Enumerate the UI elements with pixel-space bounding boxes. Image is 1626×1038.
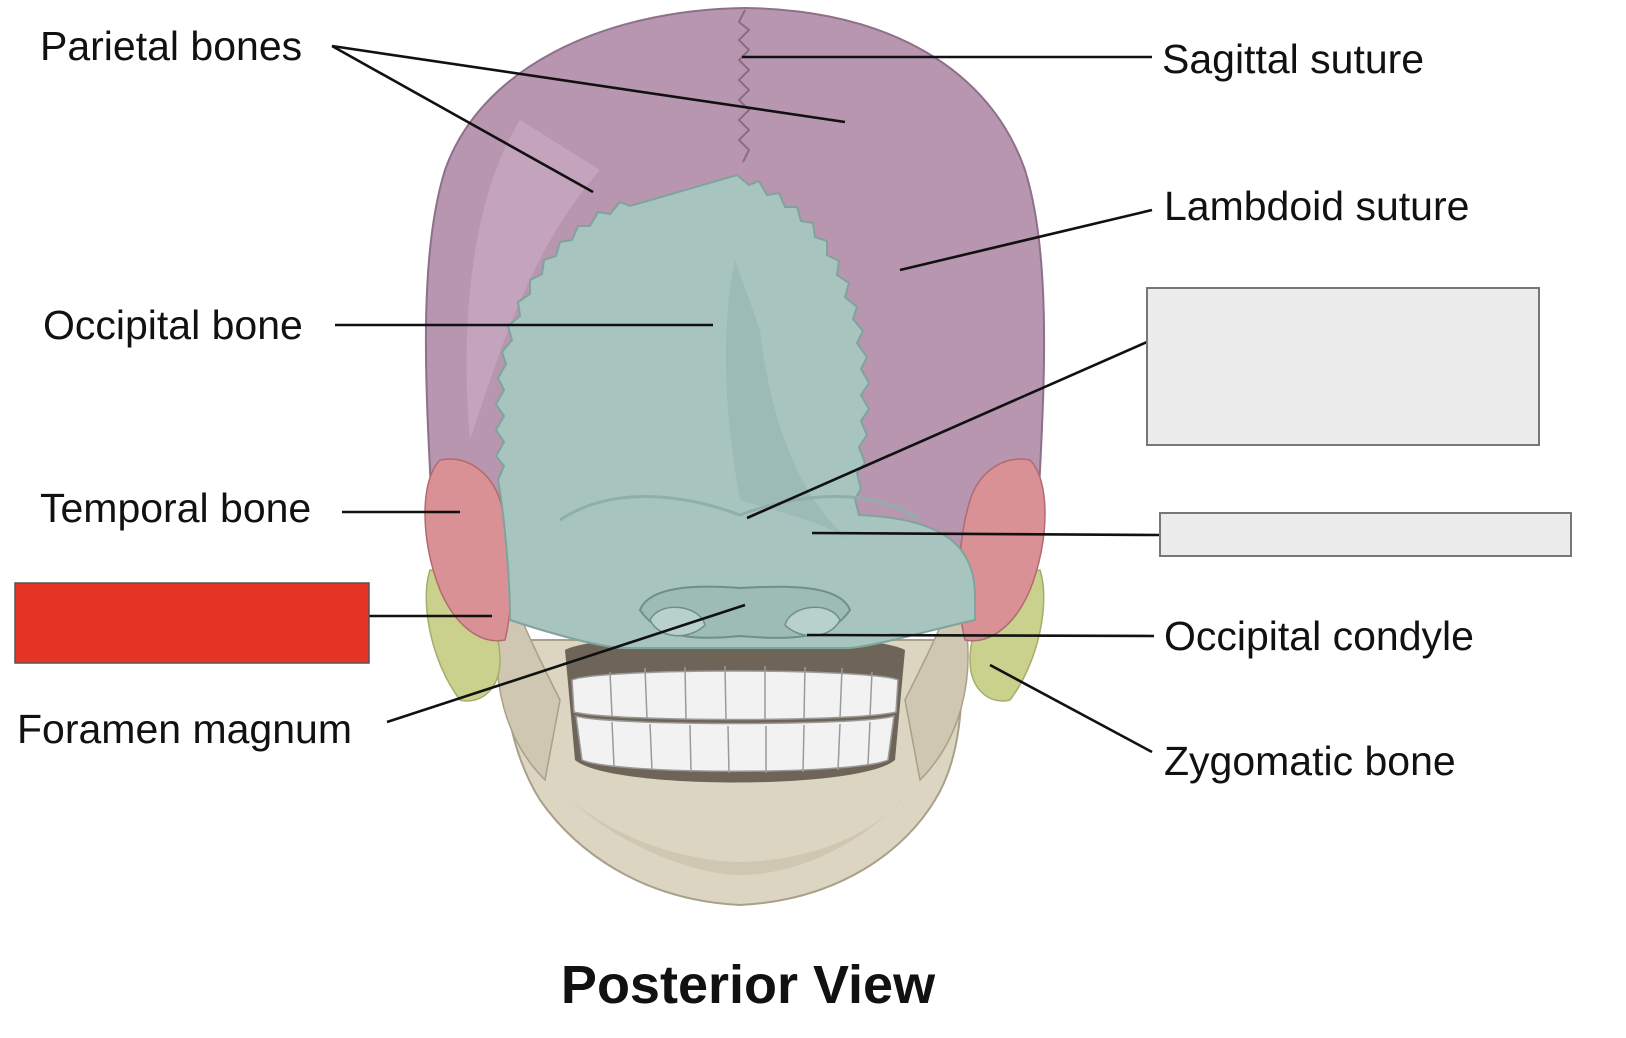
hidden-label-box-2[interactable]	[1159, 512, 1572, 557]
leader-parietal-left	[331, 44, 594, 194]
sagittal-suture-line	[737, 9, 751, 163]
label-foramen-magnum: Foramen magnum	[17, 706, 352, 752]
left-temporal	[424, 458, 512, 642]
right-ramus	[904, 614, 969, 782]
label-parietal-bones: Parietal bones	[40, 23, 302, 69]
highlighted-label-box[interactable]	[14, 582, 370, 664]
label-occipital-bone: Occipital bone	[43, 302, 303, 348]
parietal-highlight	[466, 120, 600, 440]
skull-illustration	[424, 6, 1046, 907]
teeth	[571, 665, 899, 774]
diagram-title: Posterior View	[561, 955, 936, 1015]
leader-parietal-right	[331, 44, 846, 124]
leader-foramen-magnum	[386, 603, 746, 724]
answer-boxes	[14, 287, 1572, 664]
label-lambdoid-suture: Lambdoid suture	[1164, 183, 1469, 229]
leader-zygomatic-bone	[989, 663, 1153, 754]
labels: Parietal bones Sagittal suture Lambdoid …	[17, 23, 1474, 784]
leader-lines	[331, 44, 1161, 754]
hidden-label-box-1[interactable]	[1146, 287, 1540, 446]
occipital-ridge	[559, 495, 921, 522]
leader-lambdoid-suture	[899, 208, 1153, 272]
leader-hidden-box-1	[746, 340, 1148, 520]
leader-occipital-condyle	[806, 633, 1155, 638]
mandible-shading	[560, 790, 910, 875]
label-sagittal-suture: Sagittal suture	[1162, 36, 1424, 82]
leader-hidden-box-2	[811, 531, 1161, 537]
label-temporal-bone: Temporal bone	[40, 485, 311, 531]
left-occipital-condyle-shape	[649, 606, 706, 637]
right-occipital-condyle-shape	[784, 606, 841, 637]
occipital-shading	[725, 260, 850, 540]
label-zygomatic-bone: Zygomatic bone	[1164, 738, 1456, 784]
label-occipital-condyle: Occipital condyle	[1164, 613, 1474, 659]
